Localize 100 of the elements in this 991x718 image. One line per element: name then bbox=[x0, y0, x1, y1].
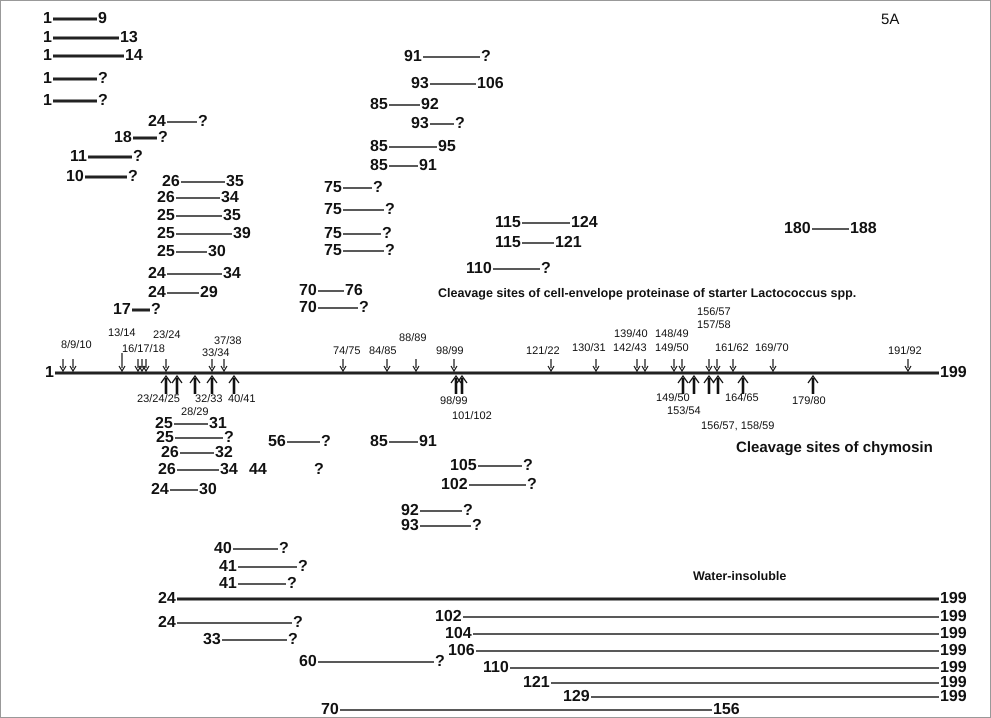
residue-number: 25 bbox=[157, 244, 175, 260]
residue-number: ? bbox=[287, 576, 297, 592]
residue-number: 25 bbox=[157, 208, 175, 224]
site-label: 98/99 bbox=[440, 396, 468, 406]
site-label: 98/99 bbox=[436, 346, 464, 356]
residue-number: ? bbox=[224, 430, 234, 446]
residue-number: 1 bbox=[43, 30, 52, 46]
peptide-line bbox=[175, 437, 223, 439]
residue-number: ? bbox=[98, 93, 108, 109]
residue-number: 85 bbox=[370, 434, 388, 450]
site-label: 13/14 bbox=[108, 328, 136, 338]
residue-number: ? bbox=[288, 632, 298, 648]
peptide-line bbox=[343, 209, 384, 211]
site-label: 37/38 bbox=[214, 336, 242, 346]
peptide-line bbox=[318, 307, 358, 309]
residue-number: 110 bbox=[466, 261, 492, 277]
peptide-line bbox=[493, 268, 540, 270]
residue-number: ? bbox=[523, 458, 533, 474]
peptide-line bbox=[476, 650, 939, 652]
residue-number: ? bbox=[158, 130, 168, 146]
heading: Cleavage sites of cell-envelope proteinase of starter Lactococcus spp. bbox=[438, 286, 856, 299]
residue-number: 24 bbox=[148, 285, 166, 301]
peptide-line bbox=[233, 548, 278, 550]
residue-number: 1 bbox=[43, 48, 52, 64]
site-label: 149/50 bbox=[655, 342, 689, 354]
residue-number: 121 bbox=[555, 235, 582, 251]
residue-number: ? bbox=[128, 169, 138, 185]
residue-number: ? bbox=[463, 503, 473, 519]
peptide-line bbox=[88, 156, 132, 158]
peptide-line bbox=[318, 661, 434, 663]
peptide-line bbox=[522, 242, 554, 244]
peptide-line bbox=[53, 78, 97, 80]
residue-number: ? bbox=[382, 226, 392, 242]
peptide-line bbox=[430, 123, 454, 125]
peptide-line bbox=[551, 682, 939, 684]
peptide-line bbox=[473, 633, 939, 635]
residue-number: 40 bbox=[214, 541, 232, 557]
site-label: 164/65 bbox=[725, 392, 759, 404]
peptide-line bbox=[478, 465, 522, 467]
residue-number: 70 bbox=[299, 300, 317, 316]
peptide-line bbox=[522, 222, 570, 224]
residue-number: ? bbox=[472, 518, 482, 534]
site-label: 101/102 bbox=[452, 410, 492, 422]
residue-number: 35 bbox=[226, 174, 244, 190]
site-label: 157/58 bbox=[697, 320, 731, 330]
residue-number: 85 bbox=[370, 97, 388, 113]
residue-number: 110 bbox=[483, 660, 509, 676]
peptide-line bbox=[420, 525, 471, 527]
peptide-line bbox=[176, 251, 207, 253]
residue-number: ? bbox=[133, 149, 143, 165]
residue-number: 199 bbox=[940, 626, 967, 642]
peptide-line bbox=[170, 489, 198, 491]
figure-label: 5A bbox=[881, 12, 900, 26]
peptide-line bbox=[176, 197, 220, 199]
residue-number: 199 bbox=[940, 365, 967, 381]
residue-number: ? bbox=[279, 541, 289, 557]
residue-number: 102 bbox=[441, 477, 468, 493]
peptide-line bbox=[469, 484, 526, 486]
residue-number: 30 bbox=[199, 482, 217, 498]
residue-number: 199 bbox=[940, 675, 967, 691]
peptide-line bbox=[389, 104, 420, 106]
residue-number: 129 bbox=[563, 689, 590, 705]
peptide-line bbox=[53, 18, 97, 20]
site-label: 148/49 bbox=[655, 328, 689, 340]
site-label: 179/80 bbox=[792, 396, 826, 406]
residue-number: 75 bbox=[324, 226, 342, 242]
residue-number: 32 bbox=[215, 445, 233, 461]
residue-number: ? bbox=[198, 114, 208, 130]
site-label: 142/43 bbox=[613, 342, 647, 354]
residue-number: ? bbox=[359, 300, 369, 316]
peptide-line bbox=[53, 36, 119, 40]
residue-number: 29 bbox=[200, 285, 218, 301]
residue-number: ? bbox=[481, 49, 491, 65]
site-label: 84/85 bbox=[369, 346, 397, 356]
residue-number: ? bbox=[455, 116, 465, 132]
heading: Cleavage sites of chymosin bbox=[736, 440, 933, 454]
residue-number: 34 bbox=[223, 266, 241, 282]
residue-number: 106 bbox=[448, 643, 475, 659]
residue-number: 35 bbox=[223, 208, 241, 224]
site-label: 121/22 bbox=[526, 346, 560, 356]
site-label: 191/92 bbox=[888, 346, 922, 356]
residue-number: ? bbox=[385, 243, 395, 259]
peptide-line bbox=[287, 441, 320, 443]
residue-number: 41 bbox=[219, 559, 237, 575]
peptide-line bbox=[167, 273, 222, 275]
residue-number: 25 bbox=[156, 430, 174, 446]
residue-number: 75 bbox=[324, 202, 342, 218]
peptide-line bbox=[176, 215, 222, 217]
residue-number: ? bbox=[541, 261, 551, 277]
residue-number: 26 bbox=[158, 462, 176, 478]
residue-number: 124 bbox=[571, 215, 598, 231]
residue-number: ? bbox=[151, 302, 161, 318]
site-label: 130/31 bbox=[572, 342, 606, 354]
peptide-line bbox=[132, 308, 150, 312]
residue-number: 93 bbox=[401, 518, 419, 534]
peptide-line bbox=[177, 622, 292, 624]
residue-number: 85 bbox=[370, 158, 388, 174]
peptide-line bbox=[318, 290, 344, 292]
residue-number: 24 bbox=[158, 591, 176, 607]
residue-number: 92 bbox=[421, 97, 439, 113]
